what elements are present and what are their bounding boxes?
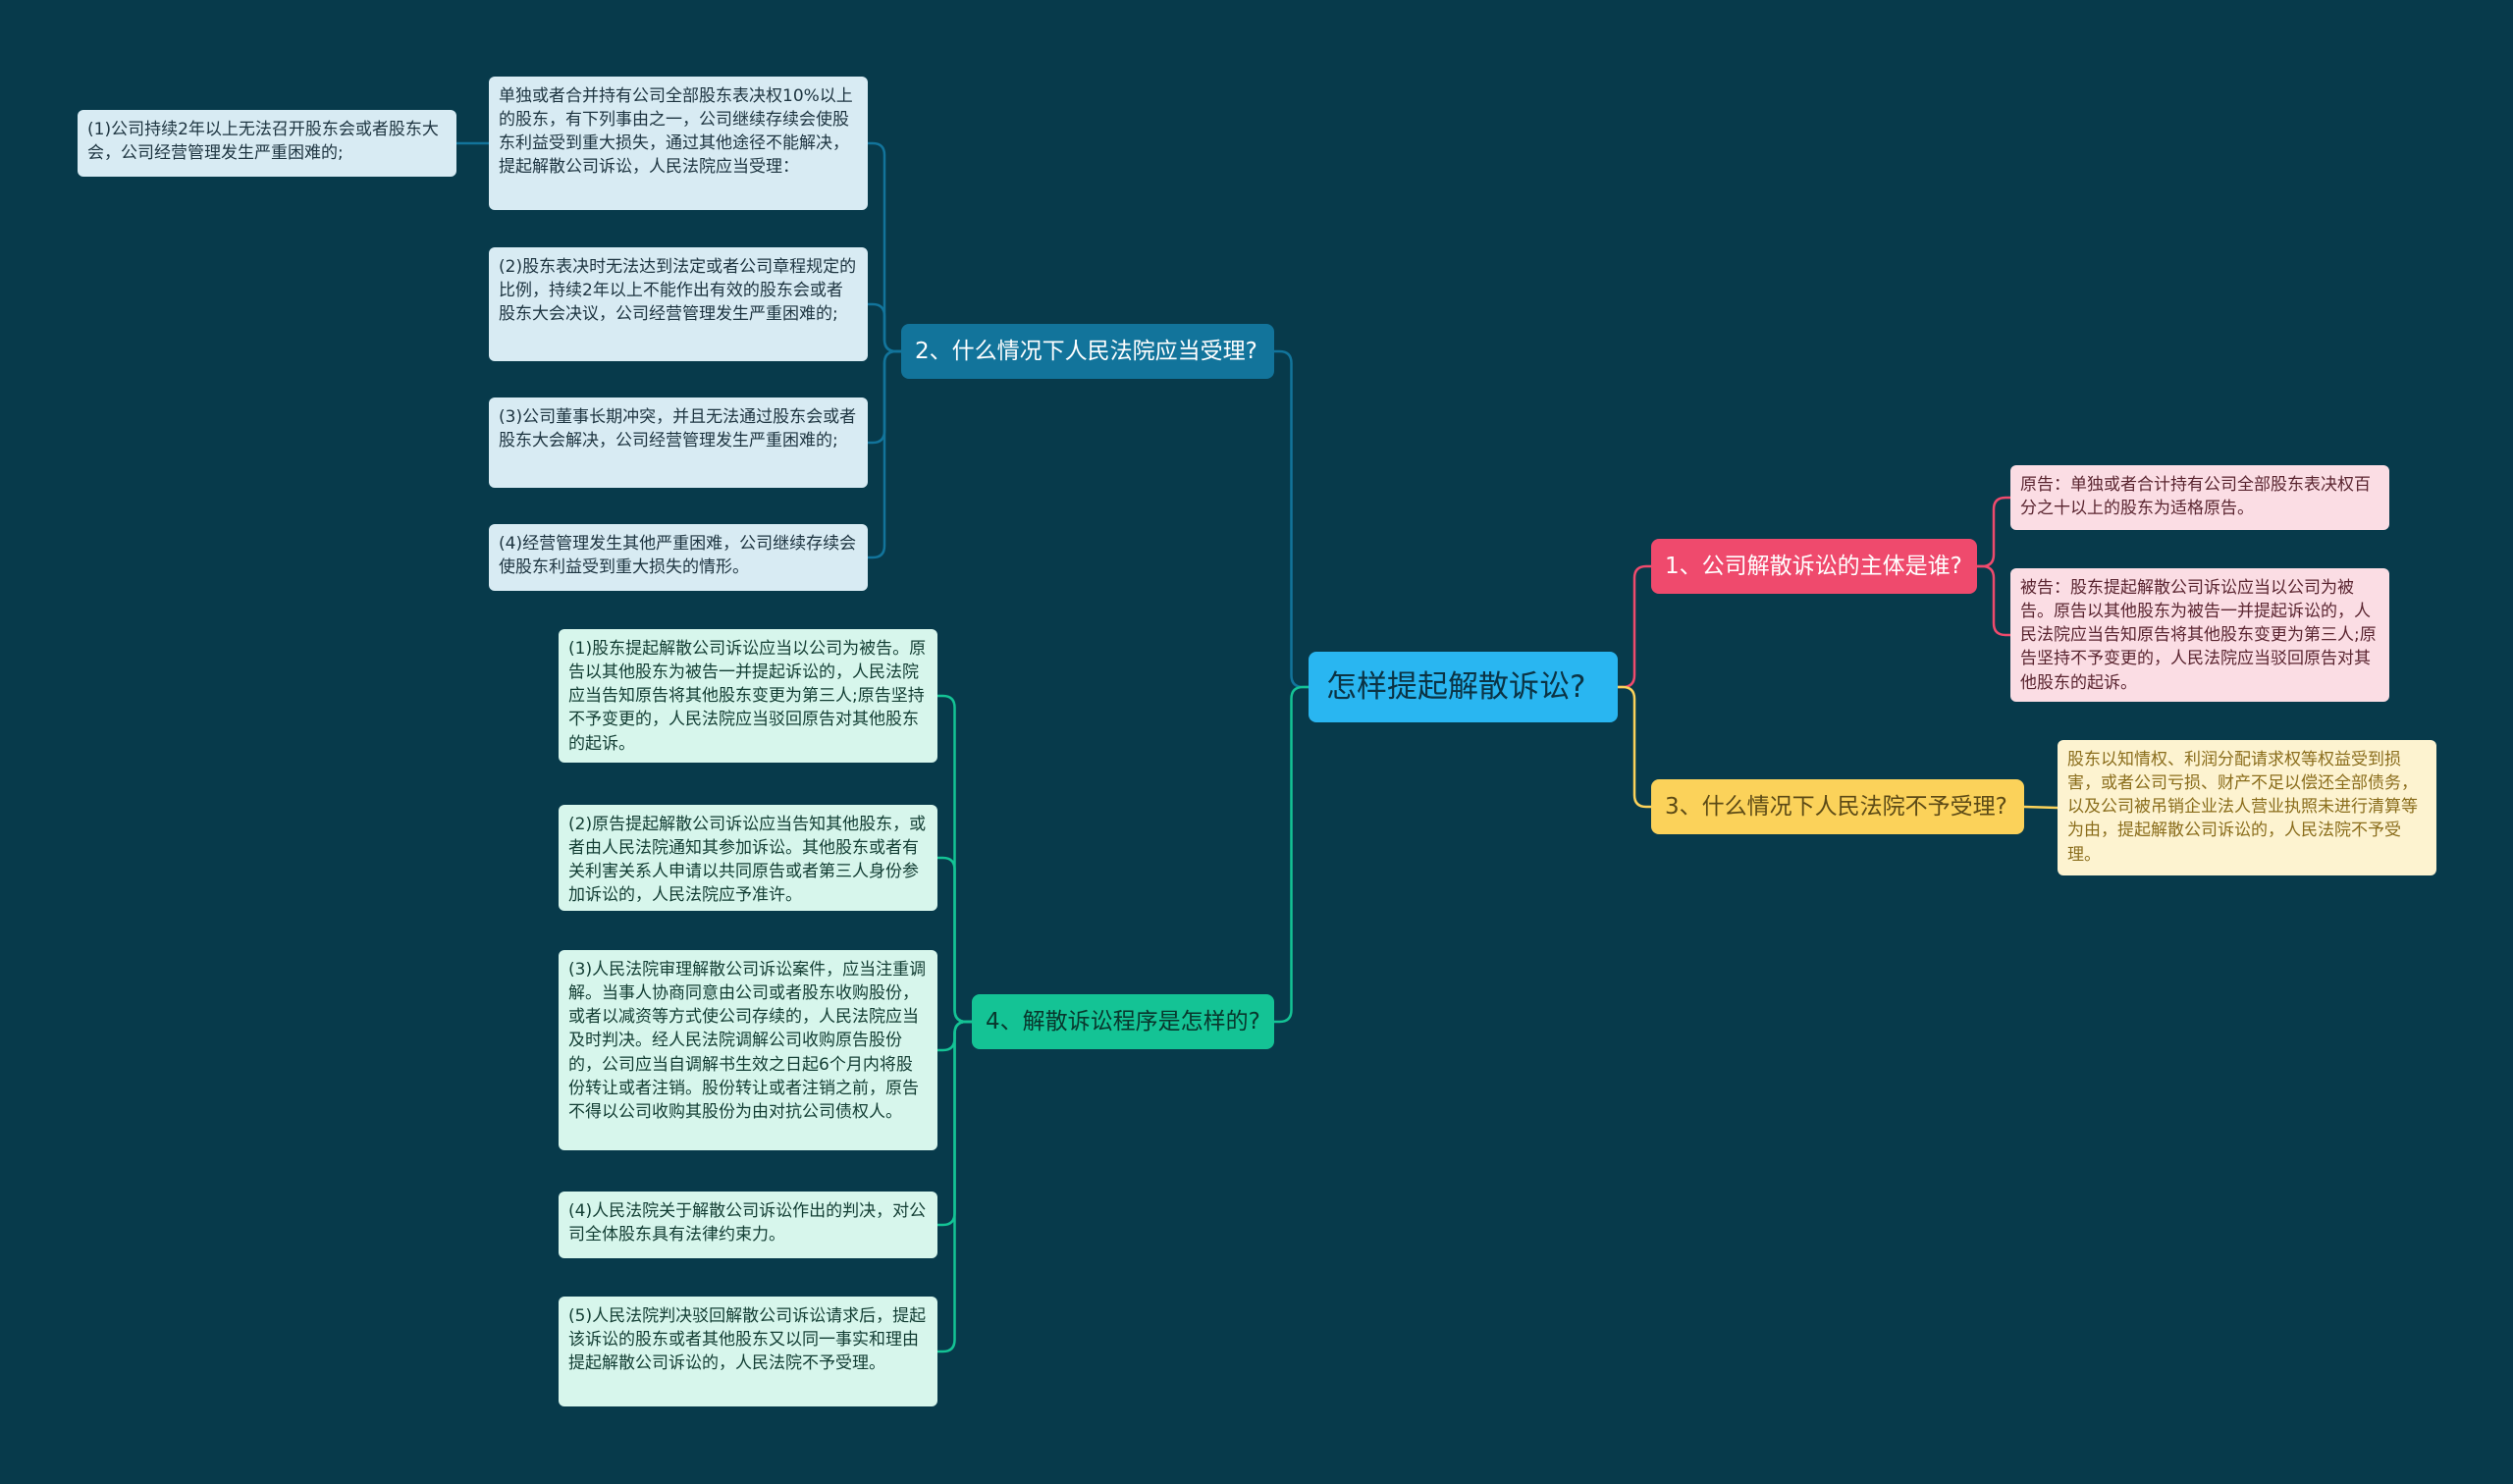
- leaf-accept-item-4[interactable]: (4)经营管理发生其他严重困难，公司继续存续会使股东利益受到重大损失的情形。: [489, 524, 868, 591]
- link-b1-leaf: [1977, 564, 2010, 637]
- leaf-procedure-item-3[interactable]: (3)人民法院审理解散公司诉讼案件，应当注重调解。当事人协商同意由公司或者股东收…: [559, 950, 937, 1150]
- root-topic[interactable]: 怎样提起解散诉讼?: [1309, 652, 1618, 722]
- link-root-b3: [1618, 685, 1651, 809]
- leaf-procedure-item-4[interactable]: (4)人民法院关于解散公司诉讼作出的判决，对公司全体股东具有法律约束力。: [559, 1192, 937, 1258]
- link-root-b4: [1274, 685, 1309, 1024]
- leaf-accept-item-3[interactable]: (3)公司董事长期冲突，并且无法通过股东会或者股东大会解决，公司经营管理发生严重…: [489, 398, 868, 488]
- leaf-accept-intro[interactable]: 单独或者合并持有公司全部股东表决权10%以上的股东，有下列事由之一，公司继续存续…: [489, 77, 868, 210]
- link-b4-leaf: [937, 1020, 972, 1353]
- leaf-reject-detail[interactable]: 股东以知情权、利润分配请求权等权益受到损害，或者公司亏损、财产不足以偿还全部债务…: [2058, 740, 2436, 875]
- leaf-procedure-item-1[interactable]: (1)股东提起解散公司诉讼应当以公司为被告。原告以其他股东为被告一并提起诉讼的，…: [559, 629, 937, 763]
- leaf-procedure-item-5[interactable]: (5)人民法院判决驳回解散公司诉讼请求后，提起该诉讼的股东或者其他股东又以同一事…: [559, 1297, 937, 1406]
- link-b3-leaf: [2023, 805, 2059, 810]
- branch-procedure[interactable]: 4、解散诉讼程序是怎样的?: [972, 994, 1274, 1049]
- leaf-accept-item-2[interactable]: (2)股东表决时无法达到法定或者公司章程规定的比例，持续2年以上不能作出有效的股…: [489, 247, 868, 361]
- leaf-procedure-item-2[interactable]: (2)原告提起解散公司诉讼应当告知其他股东，或者由人民法院通知其参加诉讼。其他股…: [559, 805, 937, 911]
- link-b4-leaf: [937, 856, 972, 1024]
- branch-subject-of-lawsuit[interactable]: 1、公司解散诉讼的主体是谁?: [1651, 539, 1977, 594]
- link-b1-leaf: [1977, 496, 2010, 568]
- leaf-defendant[interactable]: 被告：股东提起解散公司诉讼应当以公司为被告。原告以其他股东为被告一并提起诉讼的，…: [2010, 568, 2389, 702]
- link-root-b2: [1274, 349, 1309, 689]
- link-b2-leaf: [868, 302, 901, 353]
- branch-reject-conditions[interactable]: 3、什么情况下人民法院不予受理?: [1651, 779, 2024, 834]
- link-b2-leaf: [868, 349, 901, 559]
- branch-accept-conditions[interactable]: 2、什么情况下人民法院应当受理?: [901, 324, 1274, 379]
- leaf-accept-item-1[interactable]: (1)公司持续2年以上无法召开股东会或者股东大会，公司经营管理发生严重困难的;: [78, 110, 456, 177]
- leaf-plaintiff[interactable]: 原告：单独或者合计持有公司全部股东表决权百分之十以上的股东为适格原告。: [2010, 465, 2389, 530]
- link-root-b1: [1618, 564, 1651, 689]
